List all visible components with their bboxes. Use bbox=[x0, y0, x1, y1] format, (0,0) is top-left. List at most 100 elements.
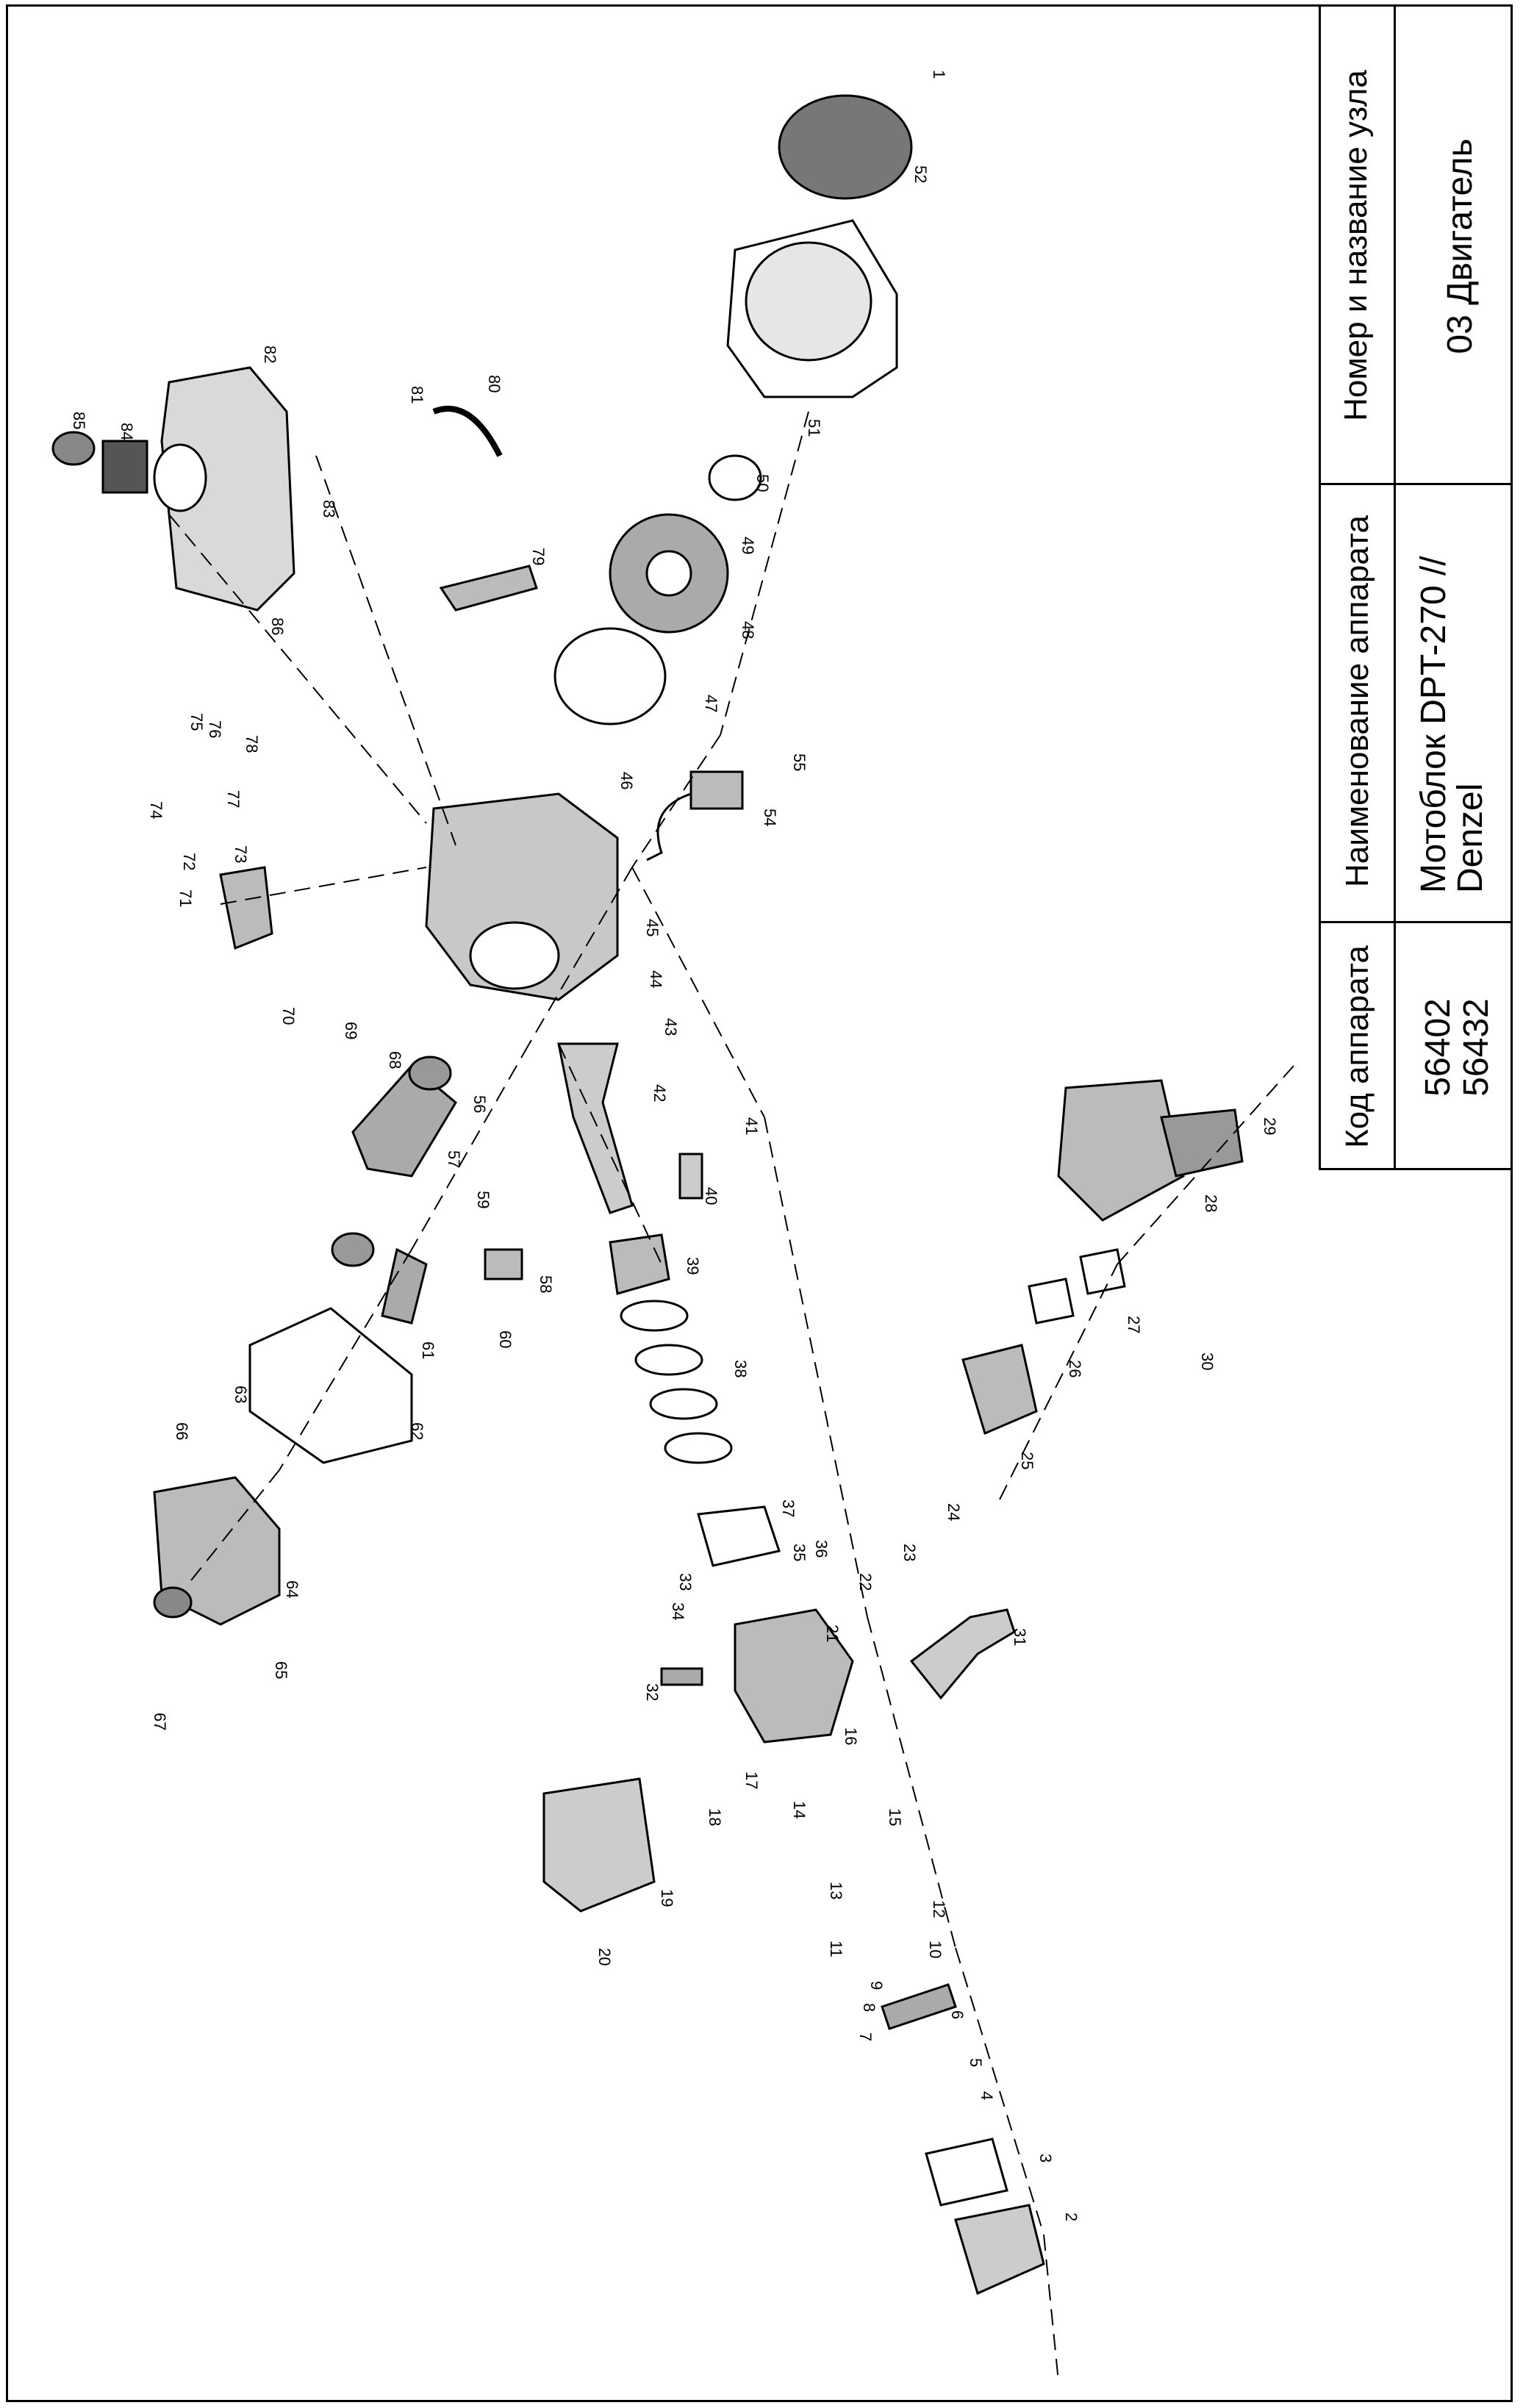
part-callout-12: 12 bbox=[930, 1900, 948, 1918]
part-callout-50: 50 bbox=[753, 474, 772, 492]
leader-line bbox=[720, 411, 809, 736]
part-callout-73: 73 bbox=[232, 845, 250, 863]
part-callout-57: 57 bbox=[445, 1150, 463, 1168]
part-callout-45: 45 bbox=[643, 919, 662, 936]
part-callout-23: 23 bbox=[900, 1544, 919, 1561]
assembly-leader-lines bbox=[168, 411, 1294, 2382]
part-callout-16: 16 bbox=[842, 1727, 860, 1745]
leader-line bbox=[764, 1117, 868, 1618]
title-block: Номер и название узла 03 Двигатель Наиме… bbox=[1319, 4, 1513, 1170]
fan-shroud-opening bbox=[745, 241, 872, 362]
piston-rings bbox=[620, 1300, 733, 1464]
part-callout-17: 17 bbox=[742, 1771, 761, 1789]
part-callout-59: 59 bbox=[474, 1191, 492, 1208]
fuel-cap bbox=[51, 431, 96, 466]
piston bbox=[609, 1233, 670, 1295]
part-callout-37: 37 bbox=[779, 1499, 798, 1517]
part-callout-64: 64 bbox=[283, 1580, 301, 1598]
ignition-coil bbox=[689, 770, 744, 810]
recoil-starter bbox=[778, 94, 913, 200]
part-callout-48: 48 bbox=[739, 621, 757, 639]
ignition-wire bbox=[646, 792, 692, 861]
engine-parts bbox=[51, 94, 1244, 2296]
carburetor bbox=[961, 1344, 1038, 1436]
leader-line bbox=[1043, 2234, 1059, 2382]
part-callout-52: 52 bbox=[911, 165, 930, 183]
part-callout-51: 51 bbox=[805, 419, 823, 437]
part-callout-13: 13 bbox=[827, 1882, 845, 1899]
part-callout-61: 61 bbox=[419, 1341, 437, 1359]
part-callout-27: 27 bbox=[1125, 1316, 1143, 1333]
leader-line bbox=[999, 1264, 1118, 1500]
part-callout-31: 31 bbox=[1011, 1628, 1029, 1646]
part-callout-2: 2 bbox=[1062, 2212, 1081, 2221]
part-callout-14: 14 bbox=[790, 1801, 809, 1818]
part-callout-15: 15 bbox=[886, 1808, 904, 1826]
starter-cup bbox=[708, 454, 762, 501]
fuel-tank-neck bbox=[153, 443, 207, 512]
part-callout-70: 70 bbox=[279, 1007, 298, 1025]
part-callout-30: 30 bbox=[1198, 1352, 1216, 1370]
part-callout-36: 36 bbox=[812, 1540, 831, 1558]
part-callout-5: 5 bbox=[967, 2058, 985, 2067]
part-callout-56: 56 bbox=[470, 1095, 489, 1113]
leader-line bbox=[955, 1947, 1044, 2235]
part-callout-7: 7 bbox=[856, 2032, 875, 2041]
air-filter bbox=[1057, 1079, 1185, 1222]
part-callout-34: 34 bbox=[669, 1602, 687, 1620]
part-callout-77: 77 bbox=[224, 790, 243, 808]
part-callout-20: 20 bbox=[595, 1948, 614, 1966]
shroud-bracket bbox=[439, 565, 538, 612]
part-callout-79: 79 bbox=[529, 548, 548, 565]
part-callout-74: 74 bbox=[147, 801, 165, 819]
part-callout-60: 60 bbox=[496, 1330, 515, 1348]
piston-pin bbox=[678, 1153, 703, 1200]
crankshaft bbox=[351, 1064, 457, 1178]
leader-line bbox=[220, 867, 427, 905]
leader-line bbox=[411, 1043, 530, 1250]
leader-line bbox=[528, 867, 633, 1044]
part-callout-26: 26 bbox=[1066, 1360, 1084, 1377]
piston-ring bbox=[634, 1344, 703, 1376]
leader-line bbox=[279, 1249, 412, 1471]
part-callout-86: 86 bbox=[268, 617, 287, 635]
part-callout-78: 78 bbox=[243, 735, 261, 753]
part-callout-28: 28 bbox=[1202, 1194, 1220, 1212]
part-callout-19: 19 bbox=[658, 1889, 676, 1907]
part-callout-72: 72 bbox=[180, 853, 198, 870]
leader-line bbox=[558, 1043, 662, 1265]
fuel-filter bbox=[101, 440, 148, 494]
camshaft bbox=[381, 1247, 428, 1325]
part-callout-49: 49 bbox=[739, 537, 757, 554]
connecting-rod bbox=[557, 1042, 634, 1214]
rocker-cover bbox=[954, 2204, 1045, 2296]
air-filter-elbow bbox=[1160, 1108, 1244, 1178]
part-callout-47: 47 bbox=[702, 695, 720, 712]
part-callout-21: 21 bbox=[823, 1624, 842, 1642]
leader-line bbox=[1117, 1065, 1294, 1265]
part-callout-69: 69 bbox=[342, 1022, 360, 1039]
part-callout-63: 63 bbox=[232, 1386, 250, 1403]
part-callout-1: 1 bbox=[930, 70, 948, 79]
part-callout-8: 8 bbox=[860, 2003, 878, 2012]
part-callout-3: 3 bbox=[1036, 2154, 1055, 2162]
part-callout-25: 25 bbox=[1018, 1452, 1036, 1469]
part-callout-76: 76 bbox=[206, 720, 224, 738]
part-callout-43: 43 bbox=[662, 1018, 680, 1036]
cylinder-bore bbox=[469, 921, 560, 990]
spark-plug bbox=[660, 1667, 703, 1686]
part-callout-38: 38 bbox=[731, 1360, 750, 1377]
part-callout-83: 83 bbox=[320, 500, 338, 517]
part-callout-32: 32 bbox=[643, 1683, 662, 1701]
part-callout-54: 54 bbox=[761, 809, 779, 826]
part-callout-29: 29 bbox=[1261, 1117, 1279, 1135]
part-callout-22: 22 bbox=[856, 1573, 875, 1591]
part-callout-82: 82 bbox=[261, 345, 279, 363]
carburetor-spacer bbox=[1028, 1278, 1075, 1325]
part-callout-84: 84 bbox=[118, 423, 136, 440]
fuel-line bbox=[432, 406, 503, 457]
part-callout-9: 9 bbox=[867, 1981, 886, 1990]
